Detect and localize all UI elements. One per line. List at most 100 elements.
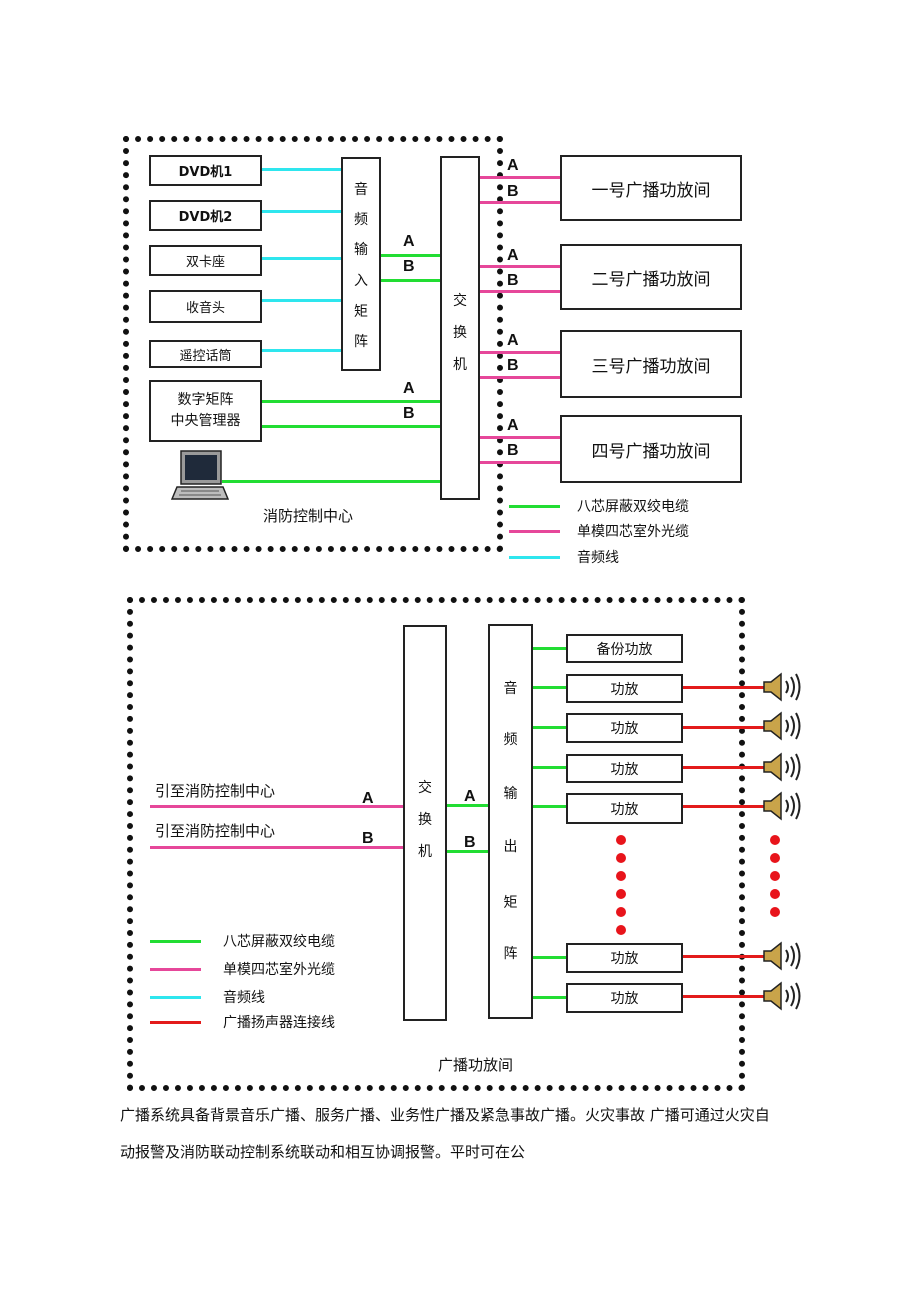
speaker-icon [763,981,801,1011]
area-title: 消防控制中心 [263,507,354,525]
amp-room-3: 三号广播功放间 [560,330,742,398]
legend-swatch-audio [509,556,560,559]
label-b: B [507,272,519,289]
ellipsis-dot [770,853,780,863]
ellipsis-dot [770,835,780,845]
audio-output-matrix: 音 频 输 出 矩 阵 [488,624,533,1019]
speaker-icon [763,672,801,702]
fiber-line [150,846,403,849]
cable-line [381,279,440,282]
amp: 功放 [566,713,683,743]
audio-line [262,299,341,302]
speaker-line [683,766,765,769]
speaker-icon [763,711,801,741]
label-a: A [403,233,415,250]
amp: 功放 [566,943,683,973]
amp: 功放 [566,793,683,824]
cable-line [533,686,566,689]
legend-swatch-cable [150,940,201,943]
link-label-a: 引至消防控制中心 [155,782,276,800]
fiber-line [480,265,560,268]
speaker-line [683,726,765,729]
ellipsis-dot [616,907,626,917]
fiber-line [480,351,560,354]
audio-input-matrix: 音 频 输 入 矩 阵 [341,157,381,371]
amp: 功放 [566,674,683,703]
label-a: A [507,332,519,349]
audio-line [262,349,341,352]
cable-line [533,726,566,729]
label-a: A [507,417,519,434]
fiber-line [150,805,403,808]
ellipsis-dot [616,853,626,863]
speaker-icon [763,791,801,821]
legend-label: 广播扬声器连接线 [223,1015,335,1031]
source-dual-deck: 双卡座 [149,245,262,276]
legend-swatch-cable [509,505,560,508]
speaker-line [683,995,765,998]
amp-room-2: 二号广播功放间 [560,244,742,310]
paragraph-line-1: 广播系统具备背景音乐广播、服务广播、业务性广播及紧急事故广播。火灾事故 广播可通… [120,1106,770,1124]
label-a: A [403,380,415,397]
network-switch: 交 换 机 [403,625,447,1021]
cable-line [262,425,440,428]
ellipsis-dot [616,925,626,935]
cable-line [533,647,566,650]
amp-room-4: 四号广播功放间 [560,415,742,483]
audio-line [262,210,341,213]
audio-line [262,168,341,171]
legend-label: 音频线 [577,550,619,566]
ellipsis-dot [770,889,780,899]
cable-line [447,850,488,853]
cable-line [533,996,566,999]
fiber-line [480,290,560,293]
amp-room-1: 一号广播功放间 [560,155,742,221]
label-b: B [403,258,415,275]
ellipsis-dot [770,871,780,881]
fiber-line [480,176,560,179]
speaker-icon [763,941,801,971]
speaker-line [683,686,765,689]
fiber-line [480,376,560,379]
label-a: A [507,157,519,174]
legend-label: 八芯屏蔽双绞电缆 [577,499,689,515]
label-a: A [362,790,374,807]
laptop-icon [171,450,229,500]
link-label-b: 引至消防控制中心 [155,822,276,840]
cable-line [262,400,440,403]
fiber-line [480,461,560,464]
label-b: B [507,357,519,374]
fire-control-center-frame [123,136,503,552]
ellipsis-dot [616,889,626,899]
cable-line [381,254,440,257]
legend-label: 八芯屏蔽双绞电缆 [223,934,335,950]
amp: 功放 [566,983,683,1013]
cable-line [222,480,440,483]
legend-label: 音频线 [223,990,265,1006]
fiber-line [480,436,560,439]
label-b: B [464,834,476,851]
source-remote-mic: 遥控话筒 [149,340,262,368]
backup-amp: 备份功放 [566,634,683,663]
legend-label: 单模四芯室外光缆 [223,962,335,978]
legend-swatch-speaker [150,1021,201,1024]
source-dvd1: DVD机1 [149,155,262,186]
label-a: A [507,247,519,264]
speaker-line [683,955,765,958]
legend-label: 单模四芯室外光缆 [577,524,689,540]
label-b: B [403,405,415,422]
cable-line [533,766,566,769]
audio-line [262,257,341,260]
label-b: B [507,442,519,459]
source-tuner: 收音头 [149,290,262,323]
amp-room-frame [127,597,745,1091]
cable-line [447,804,488,807]
legend-swatch-fiber [509,530,560,533]
cable-line [533,956,566,959]
cable-line [533,805,566,808]
paragraph-line-2: 动报警及消防联动控制系统联动和相互协调报警。平时可在公 [120,1143,526,1161]
legend-swatch-audio [150,996,201,999]
ellipsis-dot [616,835,626,845]
label-b: B [507,183,519,200]
area-title: 广播功放间 [438,1056,514,1074]
